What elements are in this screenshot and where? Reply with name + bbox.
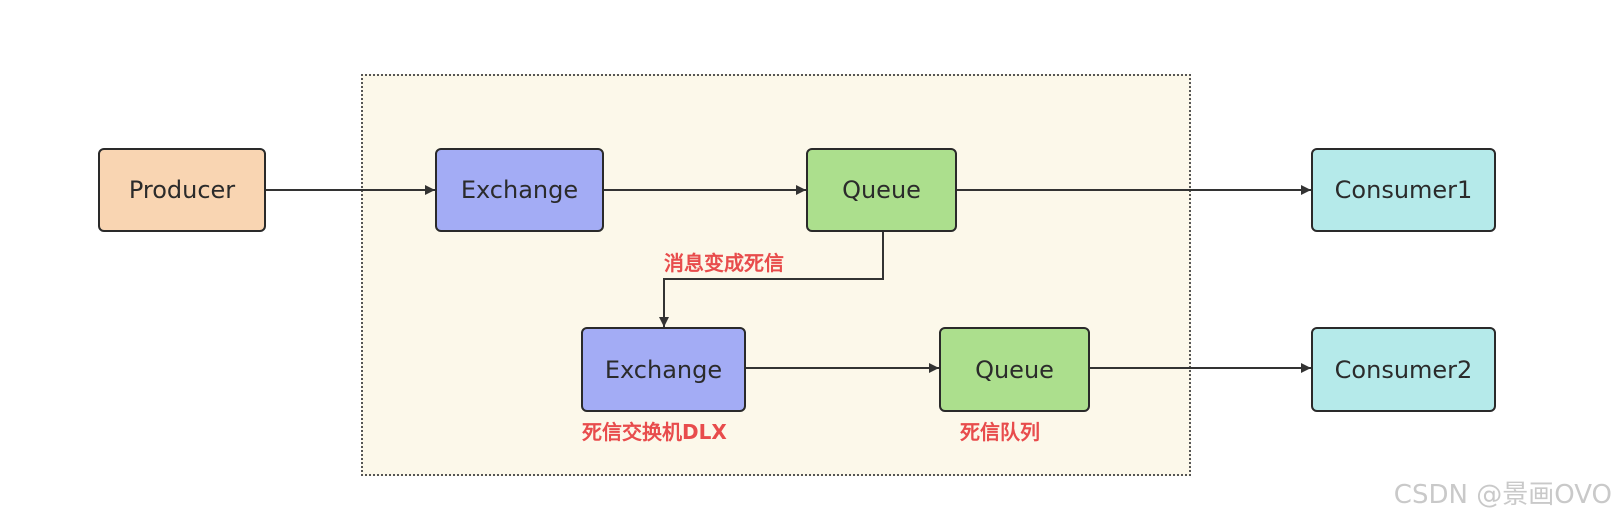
dlx-exchange-node: Exchange <box>581 327 746 412</box>
producer-node: Producer <box>98 148 266 232</box>
dlq-caption: 死信队列 <box>960 420 1040 444</box>
watermark-text: CSDN @景画OVO <box>1393 480 1612 510</box>
consumer1-label: Consumer1 <box>1334 176 1473 204</box>
dlx-caption: 死信交换机DLX <box>582 420 727 444</box>
exchange-label: Exchange <box>460 176 579 204</box>
exchange-node: Exchange <box>435 148 604 232</box>
dlx-queue-label: Queue <box>975 355 1054 384</box>
consumer2-label: Consumer2 <box>1334 355 1473 384</box>
edge-queue-to-dlx <box>659 232 884 327</box>
consumer1-node: Consumer1 <box>1311 148 1496 232</box>
queue-label: Queue <box>842 176 921 204</box>
producer-label: Producer <box>128 176 236 204</box>
consumer2-node: Consumer2 <box>1311 327 1496 412</box>
queue-node: Queue <box>806 148 957 232</box>
dead-message-label: 消息变成死信 <box>664 251 784 275</box>
dlx-queue-node: Queue <box>939 327 1090 412</box>
dlx-exchange-label: Exchange <box>604 355 723 384</box>
